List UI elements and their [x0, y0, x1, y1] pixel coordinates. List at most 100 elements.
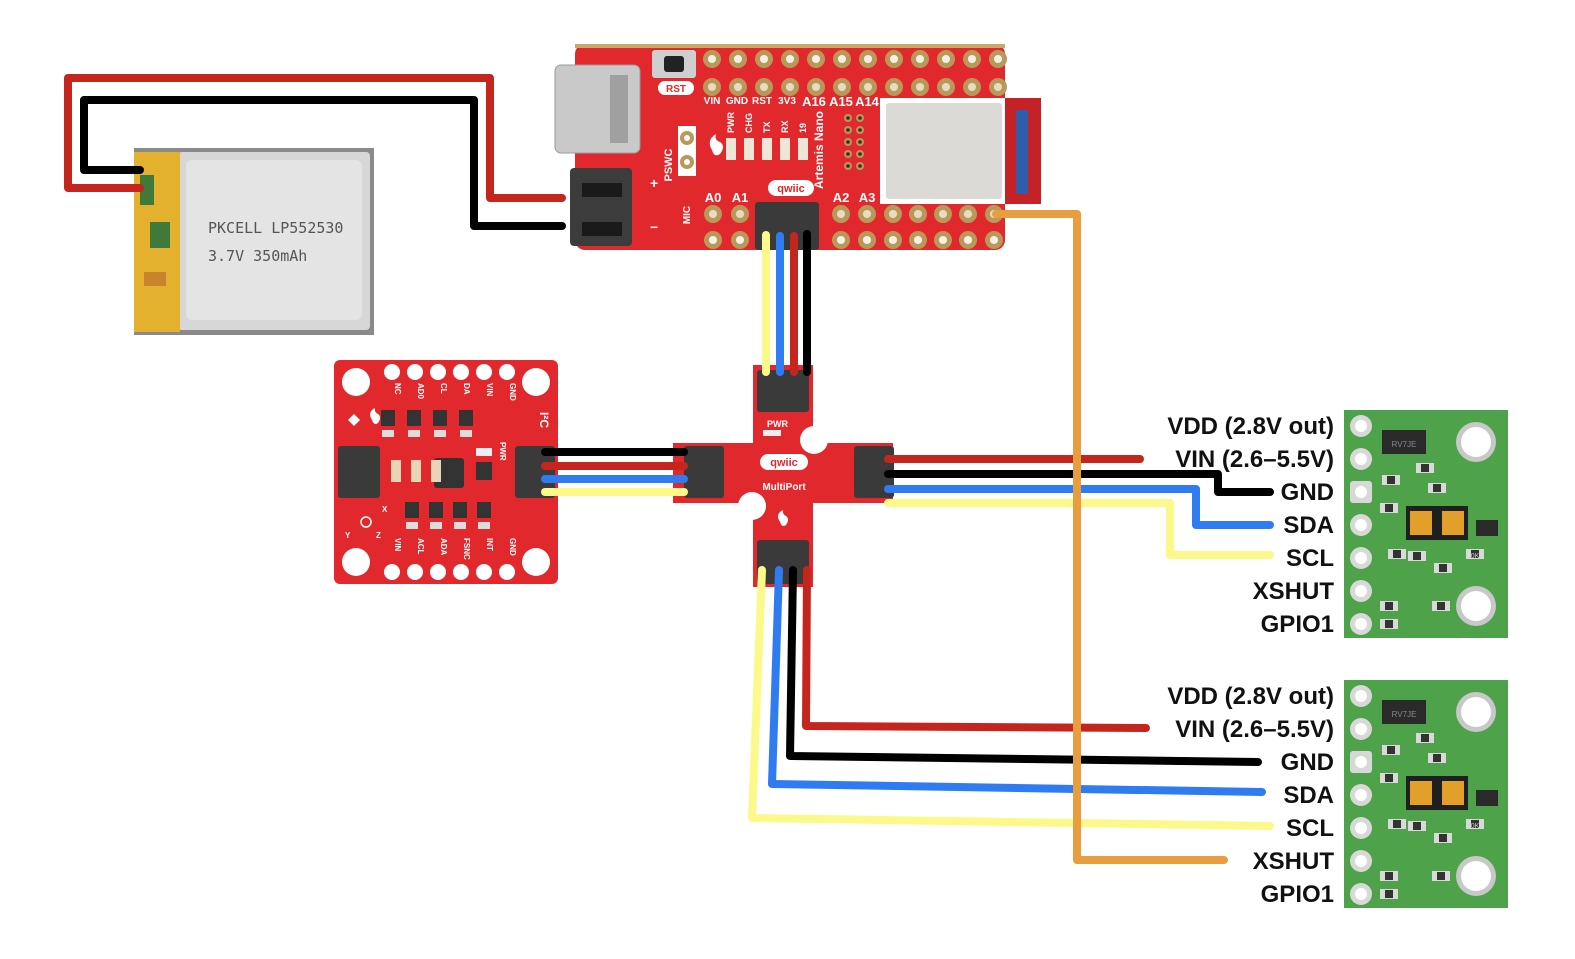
pad-hole [1355, 618, 1367, 630]
pad-hole [684, 159, 690, 165]
chip-marking: RV7JE [1392, 710, 1417, 719]
header-strip [575, 44, 1005, 48]
resistor [382, 430, 394, 437]
pin-label-a1: A1 [732, 190, 749, 205]
pcb-part [144, 272, 166, 286]
imu-pin-label: VIN [393, 538, 402, 552]
multiport-connector-left [684, 446, 724, 498]
qwiic-multiport-board: PWR qwiic MultiPort [673, 365, 894, 587]
pad-hole [858, 116, 862, 120]
smd-body [1385, 890, 1393, 898]
transistor [407, 410, 421, 426]
resistor [478, 522, 490, 529]
board-name-label: Artemis Nano [812, 111, 826, 189]
axis-x-label: X [382, 505, 388, 514]
pad-hole [735, 235, 745, 245]
pad-hole [837, 54, 847, 64]
i2c-label: I²C [537, 412, 551, 428]
wire-sda-sensor1 [884, 485, 1274, 529]
pad-hole [858, 128, 862, 132]
smd-body [1413, 822, 1421, 830]
jst-slot [582, 183, 622, 197]
reset-button-cap [664, 56, 684, 72]
wire-scl-sensor2 [748, 566, 1274, 830]
tof-receiver [1442, 511, 1464, 535]
multiport-connector-top [757, 370, 809, 412]
pad-hole [846, 152, 850, 156]
smd-body [1433, 484, 1441, 492]
smd-body [1385, 872, 1393, 880]
mic-label: MIC [682, 206, 693, 224]
battery-rating-label: 3.7V 350mAh [208, 247, 307, 265]
pad-hole [862, 235, 872, 245]
wires [64, 74, 1274, 864]
smd-body [1439, 834, 1447, 842]
imu-pin-label: INT [485, 538, 494, 551]
imu-components [381, 410, 491, 529]
capacitor [431, 460, 441, 482]
resistor [434, 430, 446, 437]
tof-emitter [1410, 781, 1432, 805]
pad-hole [1355, 453, 1367, 465]
mounting-hole [522, 548, 550, 576]
wire-sda-sensor2 [768, 566, 1266, 796]
pin-label-sda: SDA [1283, 782, 1334, 809]
imu-pin-label: ADA [439, 538, 448, 556]
pin-label-vin: VIN [704, 96, 721, 107]
transistor [429, 502, 443, 518]
transistor [477, 502, 491, 518]
smd-body [1393, 820, 1401, 828]
pin-label-gnd: GND [726, 96, 748, 107]
led-label: CHG [744, 113, 754, 133]
pad-hole [785, 82, 795, 92]
pad-hole [967, 54, 977, 64]
usb-c-pins [610, 75, 628, 143]
sparkfun-flame-logo [709, 134, 723, 156]
smd-body [1413, 552, 1421, 560]
status-led [744, 138, 754, 160]
imu-pin-label: FSNC [462, 538, 471, 560]
pin-label-gnd: GND [1281, 479, 1334, 506]
pad-hole [708, 235, 718, 245]
status-led [798, 138, 808, 160]
sensor2-pin-labels: VDD (2.8V out) VIN (2.6–5.5V) GND SDA SC… [1167, 683, 1334, 908]
header-pad [430, 564, 446, 580]
header-pad [384, 364, 400, 380]
imu-pin-label: VIN [485, 383, 494, 397]
pad-hole [888, 235, 898, 245]
pin-label-vin: VIN (2.6–5.5V) [1175, 446, 1334, 473]
pin-label-xshut: XSHUT [1253, 848, 1335, 875]
qwiic-logo: qwiic [770, 457, 798, 469]
pin-label-vdd: VDD (2.8V out) [1167, 683, 1334, 710]
imu-pin-label: NC [393, 383, 402, 395]
tof-emitter [1410, 511, 1432, 535]
imu-pin-label: GND [508, 383, 517, 401]
header-pad [407, 364, 423, 380]
rst-label: RST [666, 84, 686, 95]
sparkfun-flame-logo [778, 510, 788, 526]
pad-hole [684, 135, 690, 141]
artemis-module [886, 103, 1002, 199]
pad-hole [889, 54, 899, 64]
pad-hole [938, 209, 948, 219]
pad-hole [733, 82, 743, 92]
chip-antenna [1016, 110, 1028, 194]
jtag-pads [844, 114, 864, 170]
pad-hole [941, 82, 951, 92]
mounting-hole-inner [1461, 697, 1491, 727]
pad-hole [707, 54, 717, 64]
rst-badge [658, 81, 694, 95]
pin-label-a0: A0 [705, 190, 722, 205]
smd-body [1433, 754, 1441, 762]
imu-pwr-label: PWR [498, 442, 507, 461]
resistor [460, 430, 472, 437]
header-row-2 [703, 78, 1007, 96]
pwr-led [763, 430, 781, 436]
resistor [408, 430, 420, 437]
pin-label-scl: SCL [1286, 815, 1334, 842]
resistor [406, 522, 418, 529]
